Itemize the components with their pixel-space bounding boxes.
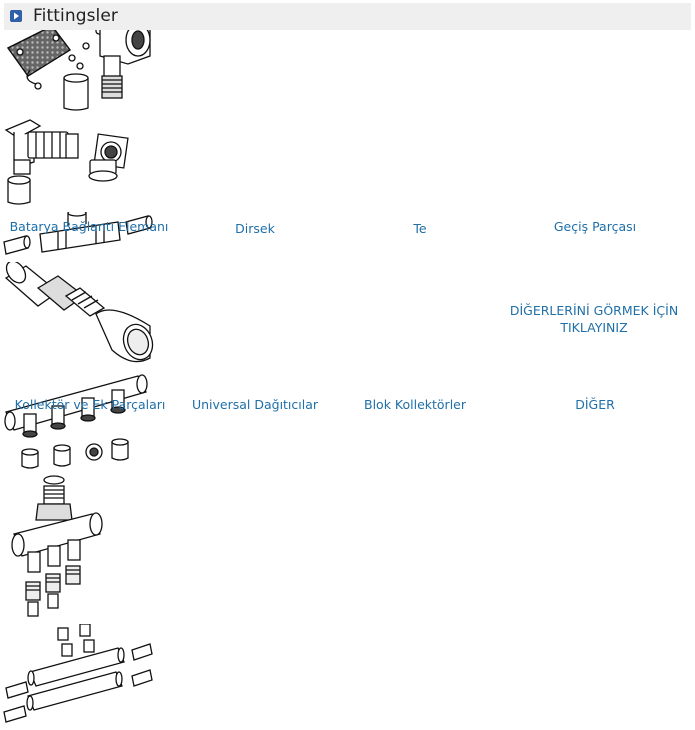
product-item-universal[interactable]: Universal Dağıtıcılar (0, 397, 695, 624)
block-manifold-icon[interactable] (0, 623, 156, 726)
product-label[interactable]: Kollektör ve Ek Parçaları (14, 397, 166, 412)
section-header: Fittingsler (4, 3, 691, 30)
product-label[interactable]: Dirsek (235, 221, 275, 236)
product-item-te[interactable]: Te (0, 209, 695, 262)
universal-distributor-icon[interactable] (0, 474, 118, 620)
product-item-dirsek[interactable]: Dirsek (0, 116, 695, 236)
manifold-icon[interactable] (0, 372, 150, 470)
tee-fitting-icon[interactable] (0, 209, 158, 258)
elbow-fitting-icon[interactable] (0, 116, 135, 208)
product-item-kollektor[interactable]: Kollektör ve Ek Parçaları (0, 372, 695, 474)
product-label[interactable]: Geçiş Parçası (553, 219, 637, 234)
product-label[interactable]: Universal Dağıtıcılar (191, 397, 319, 412)
see-more-link[interactable]: DİĞERLERİNİ GÖRMEK İÇİN TIKLAYINIZ (509, 303, 679, 335)
arrow-right-icon (10, 10, 22, 22)
product-label[interactable]: Te (413, 221, 427, 236)
product-label[interactable]: Batarya Bağlantı Elemanı (9, 219, 169, 234)
transition-fitting-icon[interactable] (0, 260, 160, 368)
product-label[interactable]: Blok Kollektörler (364, 397, 466, 412)
product-label[interactable]: DİĞER (575, 397, 615, 412)
section-title: Fittingsler (33, 6, 119, 26)
product-item-blok[interactable]: Blok Kollektörler (0, 397, 695, 730)
product-item-gecis[interactable]: Geçiş Parçası (0, 219, 695, 372)
